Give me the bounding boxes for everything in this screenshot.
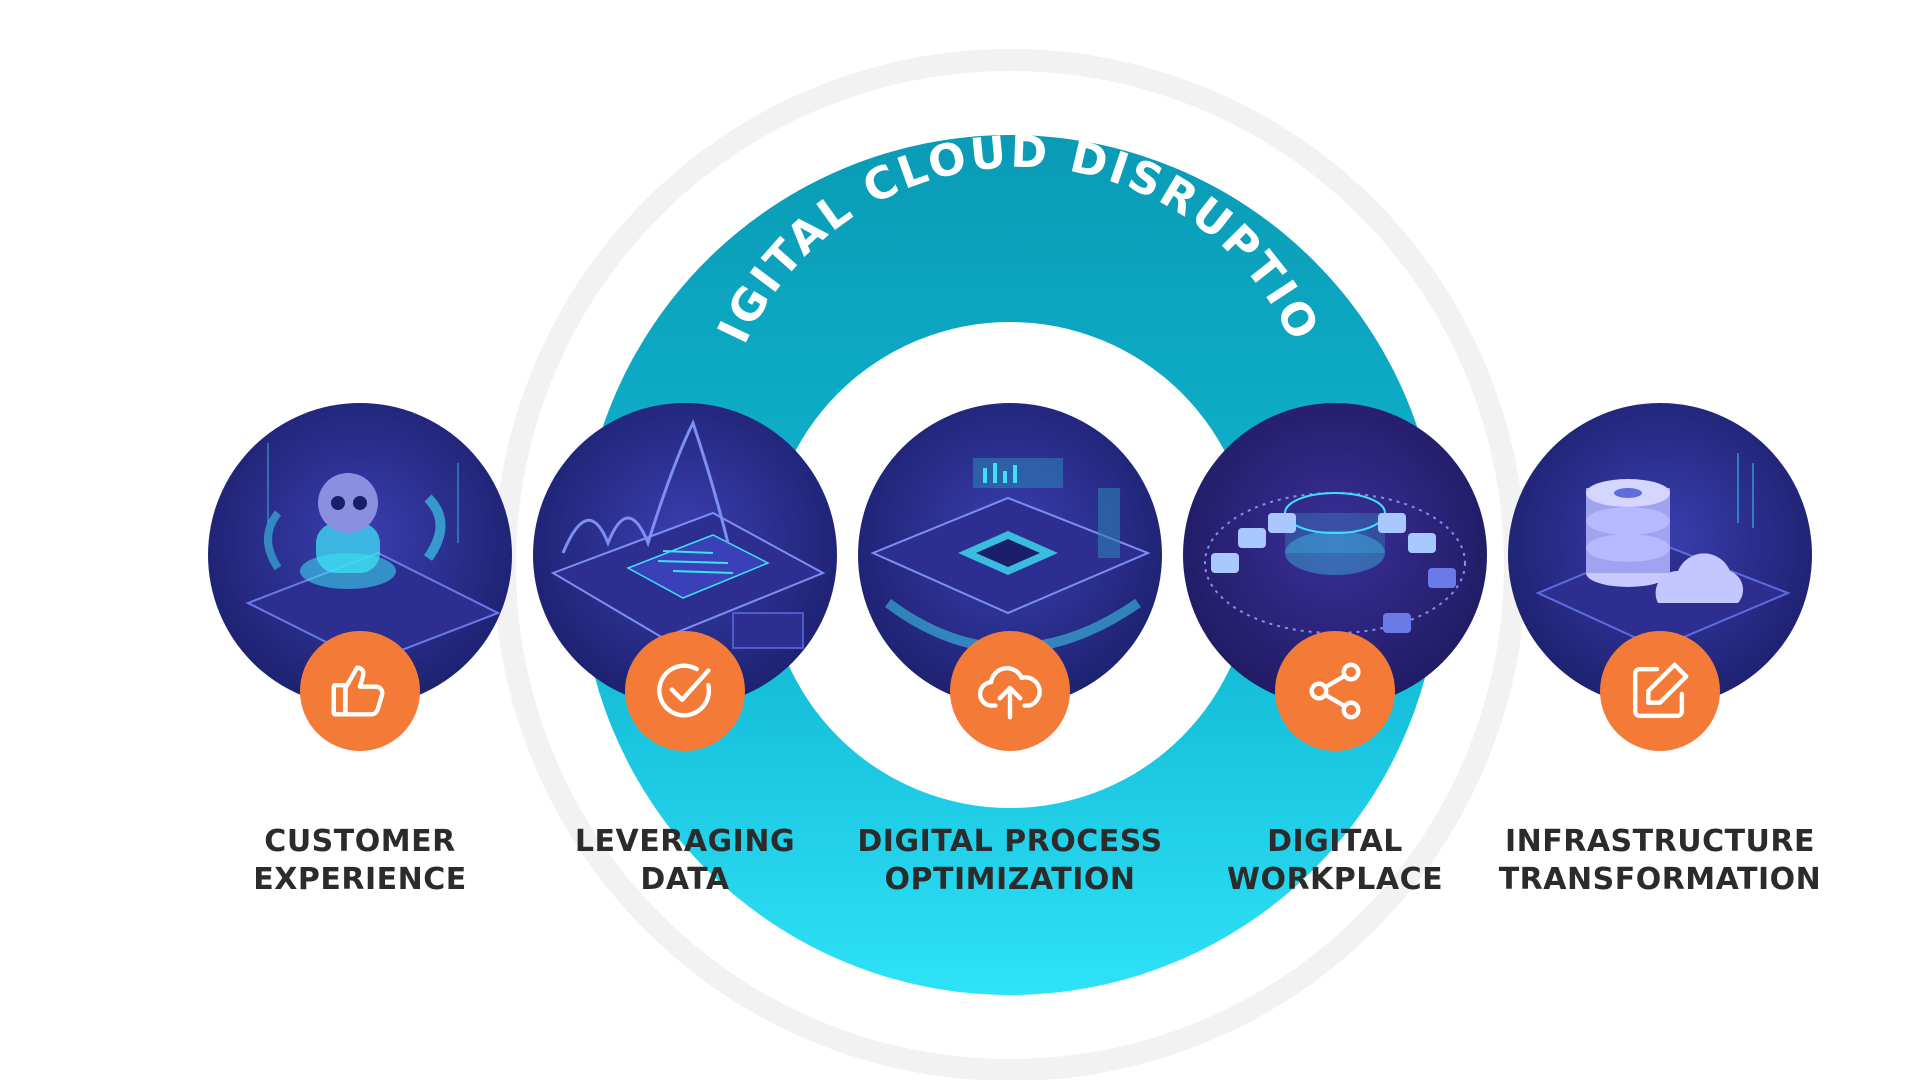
digital-process-optimization-illustration — [858, 403, 1162, 707]
leveraging-data-illustration — [533, 403, 837, 707]
label-digital-process-optimization: DIGITAL PROCESS OPTIMIZATION — [857, 824, 1163, 897]
badge-digital-process-optimization — [950, 631, 1070, 751]
cloud-upload-icon — [977, 666, 1042, 720]
label-customer-experience: CUSTOMER EXPERIENCE — [253, 824, 467, 897]
badge-digital-workplace — [1275, 631, 1395, 751]
share-icon — [1309, 662, 1361, 720]
label-infrastructure-transformation: INFRASTRUCTURE TRANSFORMATION — [1498, 824, 1822, 897]
badge-customer-experience — [300, 631, 420, 751]
infrastructure-transformation-illustration — [1508, 403, 1812, 707]
label-digital-workplace: DIGITAL WORKPLACE — [1226, 824, 1444, 897]
digital-workplace-illustration — [1183, 403, 1487, 707]
customer-experience-illustration — [208, 403, 512, 707]
badge-infrastructure-transformation — [1600, 631, 1720, 751]
badge-leveraging-data — [625, 631, 745, 751]
edit-icon — [1633, 662, 1689, 718]
thumbs-up-icon — [331, 665, 385, 717]
check-circle-icon — [657, 663, 712, 718]
label-leveraging-data: LEVERAGING DATA — [574, 824, 796, 897]
